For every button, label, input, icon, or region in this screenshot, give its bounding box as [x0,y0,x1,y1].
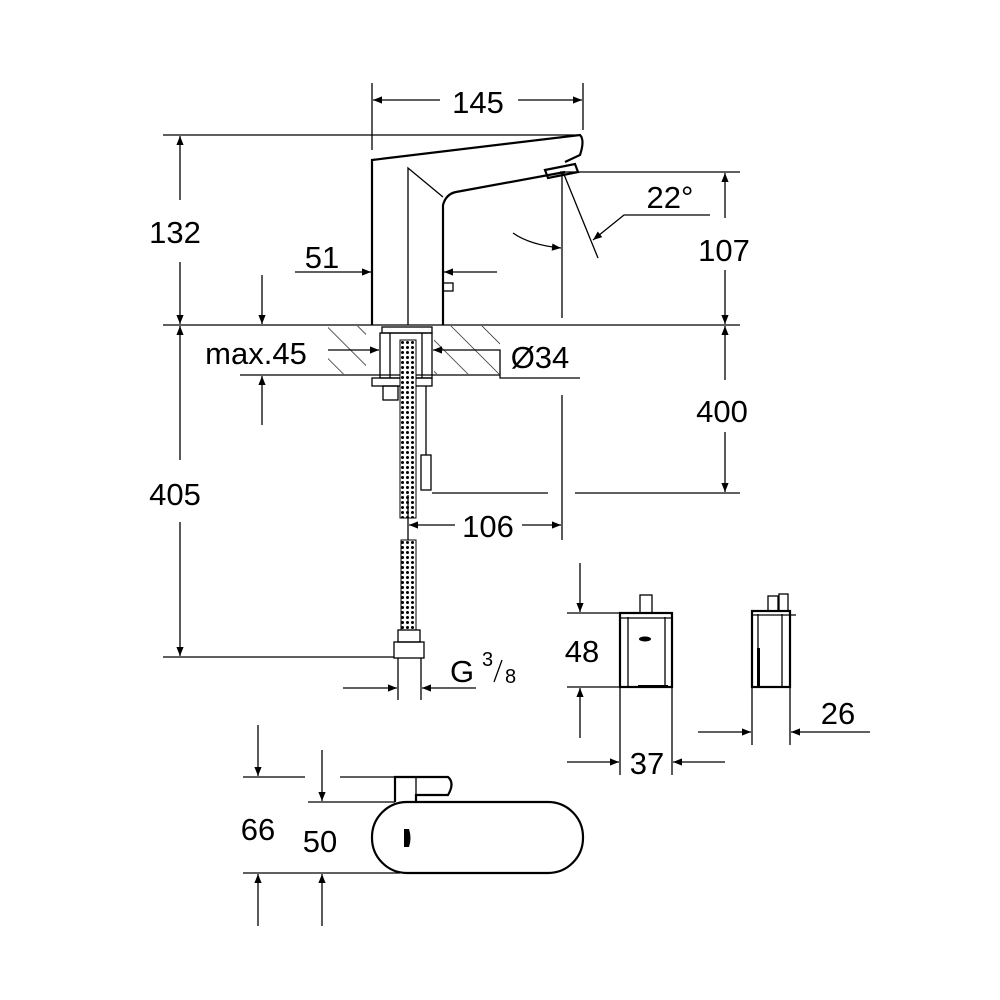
dim-label-g: G [450,654,474,689]
dim-107: 107 [560,171,750,324]
dim-angle-22: 22° [512,171,710,318]
dim-label-d34: Ø34 [511,340,570,375]
brand-logo [639,636,651,642]
dim-label-405: 405 [149,477,201,512]
dim-diameter-34: Ø34 [328,340,580,379]
dim-label-37: 37 [630,746,664,781]
dim-405: 405 [149,326,394,658]
dim-106: 106 [407,395,563,544]
faucet-side-view [370,133,584,700]
dim-max45: max.45 [205,275,328,425]
dim-label-106: 106 [462,509,514,544]
dim-label-51: 51 [305,240,339,275]
dim-label-66: 66 [241,812,275,847]
dim-label-50: 50 [303,824,337,859]
control-box-side: 26 [698,593,870,745]
dim-label-26: 26 [821,696,855,731]
dim-label-400: 400 [696,394,748,429]
dim-132: 132 [149,134,578,324]
dim-145: 145 [371,83,584,150]
dim-label-107: 107 [698,233,750,268]
control-box-front: 48 37 [565,563,725,781]
sensor-window-icon [404,829,411,847]
dim-label-22: 22° [647,180,694,215]
dim-label-48: 48 [565,634,599,669]
dim-thread: G 3 8 [343,649,516,692]
dim-label-thread-den: 8 [505,666,516,688]
faucet-top-view: 66 50 [241,725,585,926]
dim-400: 400 [432,326,748,494]
dim-51: 51 [295,240,497,276]
dim-label-145: 145 [452,85,504,120]
dim-label-132: 132 [149,215,201,250]
dim-label-max45: max.45 [205,336,307,371]
dim-label-thread-num: 3 [482,649,493,671]
